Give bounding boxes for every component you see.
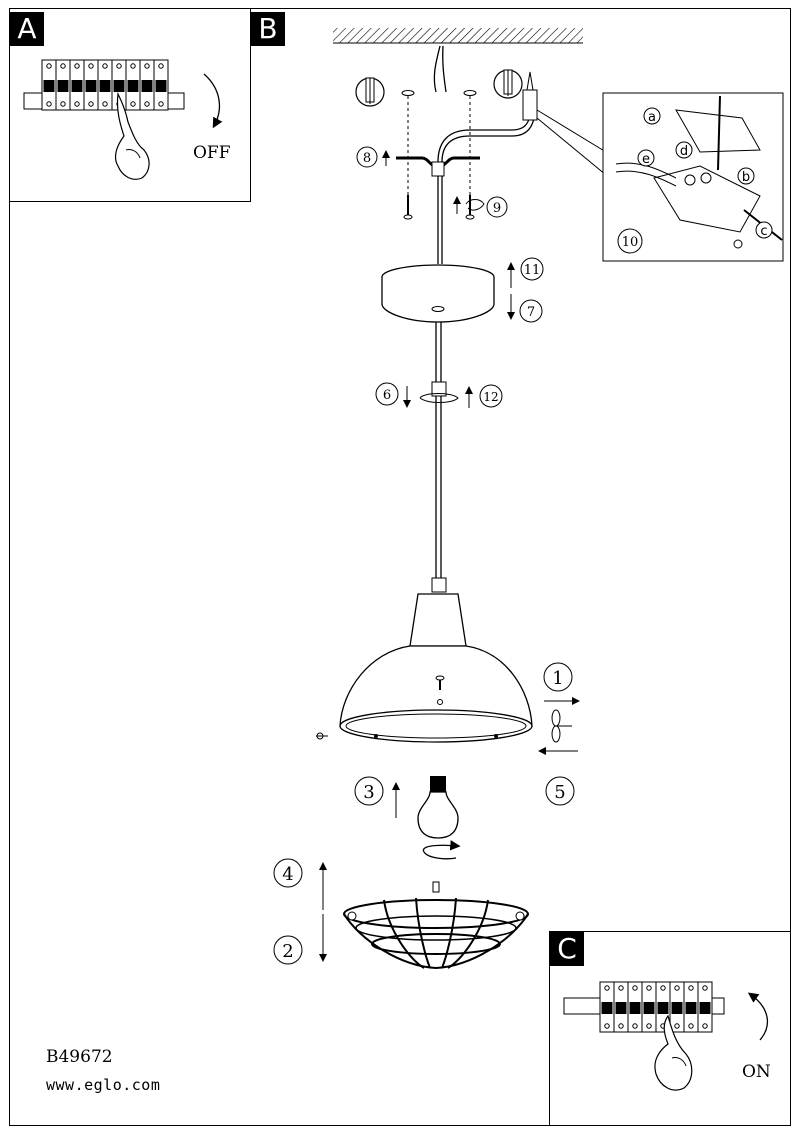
turn-on-arrow-icon (747, 992, 769, 1041)
svg-text:c: c (760, 224, 767, 239)
breaker-panel-on (563, 981, 725, 1033)
on-label: ON (742, 1062, 771, 1082)
step-3-marker: 3 (354, 776, 400, 818)
svg-text:a: a (648, 110, 656, 125)
wiring-detail-drawing (615, 95, 783, 249)
svg-text:6: 6 (383, 388, 391, 403)
step-12-marker: 12 (465, 384, 503, 408)
step-2-marker: 2 (273, 935, 303, 965)
shade-screw-icon (435, 675, 445, 690)
panel-b-tag: B (251, 12, 285, 46)
step-10-marker: 10 (617, 228, 643, 254)
drill-icon-left (355, 77, 385, 107)
wing-screw-icon (551, 709, 572, 743)
panel-c-switch-on (549, 931, 790, 1125)
svg-text:1: 1 (552, 668, 563, 689)
detail-letter-e: e (637, 149, 655, 167)
detail-letter-c: c (755, 221, 773, 239)
supply-cable (437, 115, 535, 163)
step-4-marker: 4 (273, 858, 303, 888)
svg-text:7: 7 (527, 305, 535, 320)
svg-text:12: 12 (483, 390, 498, 404)
model-number: B49672 (46, 1047, 113, 1067)
panel-c-tag: C (550, 932, 584, 966)
detail-letter-a: a (643, 107, 661, 125)
small-screw-icon (316, 732, 328, 740)
step-7-marker: 7 (519, 299, 543, 323)
screw-icon-right (465, 195, 475, 220)
lamp-shade (339, 577, 533, 743)
detail-leader-line (536, 109, 607, 153)
svg-text:8: 8 (363, 151, 371, 166)
website-link[interactable]: www.eglo.com (46, 1076, 161, 1094)
wire-cage (343, 881, 529, 970)
panel-a-tag: A (10, 12, 44, 46)
svg-text:4: 4 (282, 864, 293, 885)
terminal-block-icon (522, 71, 538, 121)
light-bulb-icon (417, 776, 459, 839)
detail-leader-line-2 (536, 117, 607, 176)
page-frame (9, 8, 791, 1126)
ceiling-wires (433, 45, 447, 93)
svg-text:3: 3 (363, 782, 374, 803)
svg-text:11: 11 (524, 263, 541, 278)
svg-text:2: 2 (282, 941, 293, 962)
step-11-marker: 11 (520, 257, 544, 281)
svg-text:d: d (680, 144, 688, 159)
svg-text:5: 5 (554, 782, 565, 803)
svg-text:10: 10 (622, 235, 639, 250)
panel-a-switch-off (10, 9, 251, 202)
ceiling-canopy (381, 264, 495, 323)
step-6-marker: 6 (375, 382, 411, 408)
svg-text:e: e (642, 152, 650, 167)
step-9-marker: 9 (453, 196, 508, 218)
svg-text:9: 9 (493, 201, 501, 216)
mounting-holes (401, 90, 477, 200)
detail-letter-d: d (675, 141, 693, 159)
screw-in-rotate-arrow (422, 840, 461, 860)
rotate-icon (419, 393, 459, 403)
detail-letter-b: b (737, 167, 755, 185)
drill-icon-right (493, 69, 523, 99)
screw-icon-left (403, 195, 413, 220)
svg-text:b: b (742, 170, 750, 185)
cord-grip (431, 381, 447, 397)
step-1-marker: 1 (543, 662, 580, 705)
hand-icon (114, 91, 150, 180)
hand-icon-on (654, 1014, 693, 1091)
breaker-panel-off (23, 59, 185, 111)
step-8-marker: 8 (356, 146, 390, 168)
ceiling-hatch (333, 28, 583, 43)
turn-off-arrow-icon (203, 73, 223, 129)
off-label: OFF (193, 143, 231, 163)
step-5-marker: 5 (538, 747, 578, 806)
